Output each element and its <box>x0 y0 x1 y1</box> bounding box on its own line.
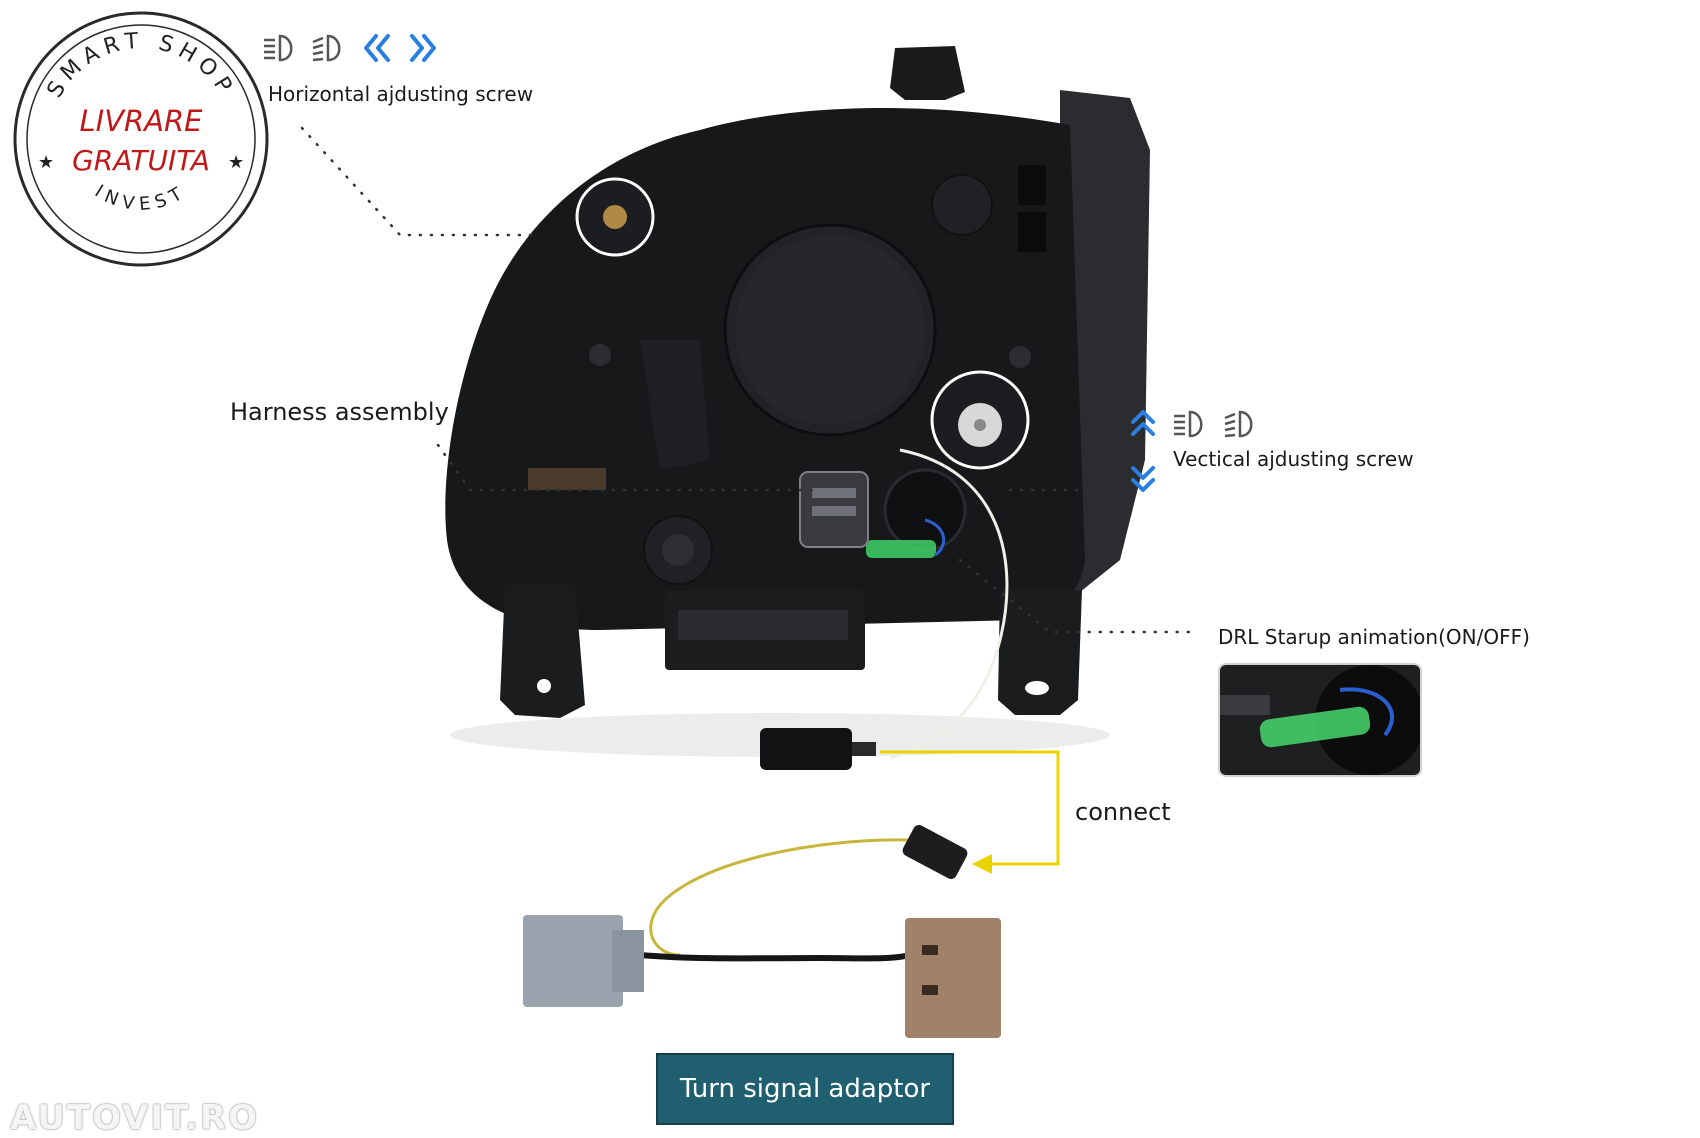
stamp-line-2: GRATUITA <box>72 144 210 177</box>
male-connector <box>760 728 852 770</box>
lower-knob-center <box>662 534 694 566</box>
drl-inset-illustration <box>1220 665 1420 775</box>
drl-blue-wire <box>924 518 946 557</box>
adaptor-brown-slot <box>922 985 938 995</box>
vertical-screw-label: Vectical ajdusting screw <box>1173 447 1414 471</box>
right-foot-hole <box>1025 681 1049 695</box>
low-beam-icon <box>264 34 293 62</box>
adaptor-brown-connector <box>905 918 1001 1038</box>
harness-connector-rib <box>812 506 856 516</box>
right-foot <box>998 590 1082 715</box>
chevron-down-double-icon <box>1131 466 1155 492</box>
chevron-up-double-icon <box>1131 410 1155 436</box>
vertical-screw-center <box>974 419 986 431</box>
stamp-line-1: LIVRARE <box>79 104 203 138</box>
upper-knob <box>931 174 993 236</box>
turn-signal-adaptor-label: Turn signal adaptor <box>656 1053 954 1125</box>
inset-blue-wire <box>1339 687 1394 737</box>
inset-green-plug <box>1259 706 1371 748</box>
bolt <box>1009 346 1031 368</box>
star-icon: ★ <box>228 152 244 173</box>
star-icon: ★ <box>38 152 54 173</box>
stamp-outer-ring <box>13 11 269 267</box>
drl-socket <box>883 468 967 552</box>
chevron-right-double-icon <box>410 34 436 62</box>
harness-connector-rib <box>812 488 856 498</box>
bottom-bracket-slot <box>678 610 848 640</box>
adaptor-black-wire <box>639 952 911 962</box>
drl-animation-label: DRL Starup animation(ON/OFF) <box>1218 625 1530 649</box>
drl-green-plug <box>866 540 936 558</box>
smart-shop-stamp: SMART SHOP INVEST LIVRARE GRATUITA ★ ★ <box>13 11 269 267</box>
side-flange <box>1060 90 1150 600</box>
vent-slot-1 <box>1018 165 1046 205</box>
autovit-watermark: AUTOVIT.RO <box>10 1098 260 1138</box>
adaptor-female-connector <box>902 825 968 879</box>
cap-latch <box>640 340 710 470</box>
white-wire <box>889 448 1009 760</box>
chevron-left-double-icon <box>364 34 390 62</box>
adaptor-yellow-wire <box>649 838 911 957</box>
housing-label-patch <box>528 468 606 490</box>
vent-slot-2 <box>1018 212 1046 252</box>
drl-inset-photo <box>1218 663 1422 777</box>
horizontal-screw-label: Horizontal ajdusting screw <box>268 82 534 106</box>
male-connector-tip <box>852 742 876 756</box>
connect-arrowhead <box>972 854 992 874</box>
adaptor-grey-connector-neck <box>612 930 644 992</box>
bolt <box>589 344 611 366</box>
connect-line <box>880 750 1060 866</box>
vertical-icon-row <box>1131 410 1253 492</box>
adaptor-grey-connector <box>523 915 623 1007</box>
bulb-cap-inner <box>735 235 925 425</box>
high-beam-icon <box>312 34 341 62</box>
stamp-inner-ring <box>26 24 256 254</box>
inset-housing-edge <box>1220 695 1270 715</box>
left-foot <box>500 585 585 718</box>
adaptor-brown-slot <box>922 945 938 955</box>
left-foot-hole <box>537 679 551 693</box>
horizontal-icon-row <box>264 34 436 62</box>
horizontal-screw <box>603 205 627 229</box>
top-mount-tab <box>890 46 965 100</box>
low-beam-icon <box>1174 410 1203 438</box>
connect-label: connect <box>1075 798 1171 826</box>
harness-assembly-label: Harness assembly <box>230 398 449 426</box>
high-beam-icon <box>1224 410 1253 438</box>
leader-lines <box>300 126 1192 634</box>
